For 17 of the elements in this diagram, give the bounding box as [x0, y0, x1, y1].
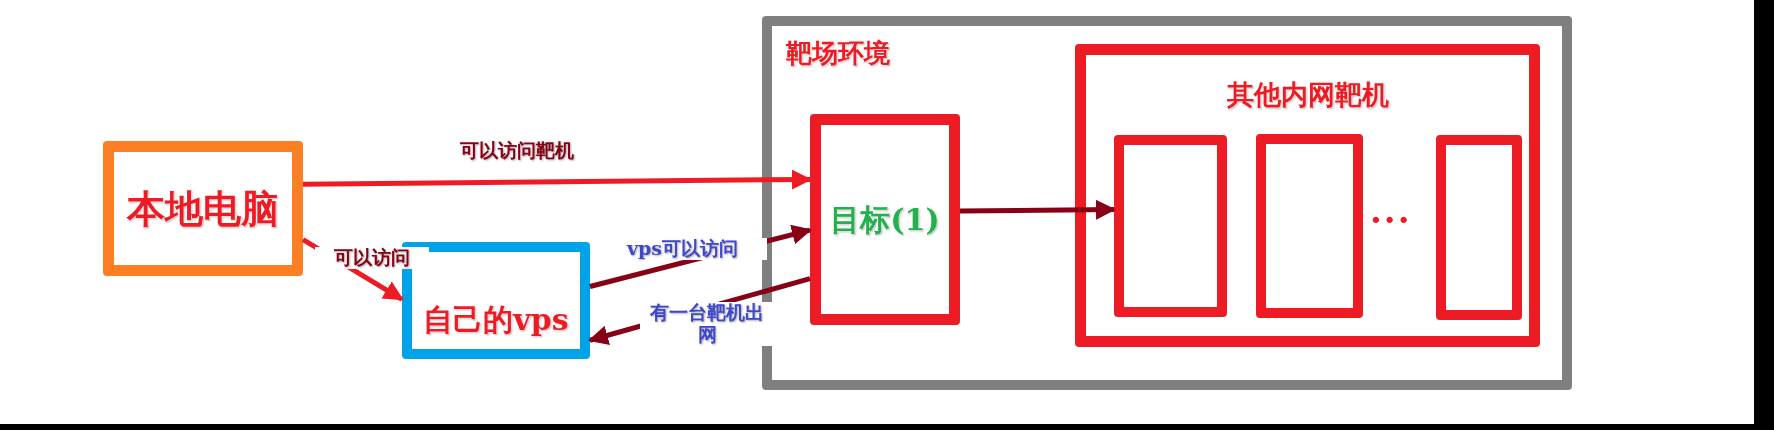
arrow [959, 199, 1116, 220]
empty-box [1256, 134, 1363, 318]
node-box [762, 16, 1572, 390]
node-box [810, 114, 960, 325]
node-box [1075, 44, 1540, 347]
empty-box [1114, 135, 1227, 317]
ellipsis-label: ··· [1370, 200, 1412, 240]
node-box [103, 141, 303, 276]
node-label: 其他内网靶机 [1225, 78, 1390, 112]
empty-box [1436, 135, 1522, 320]
edge-label: 有一台靶机出网 [640, 302, 774, 346]
node-label: 自己的vps [422, 301, 570, 339]
edge-label: 可以访问 [315, 247, 429, 269]
arrow [302, 169, 812, 190]
node-label: 本地电脑 [125, 185, 280, 233]
node-label: 目标(1) [829, 200, 941, 238]
node-label: 靶场环境 [786, 37, 890, 70]
